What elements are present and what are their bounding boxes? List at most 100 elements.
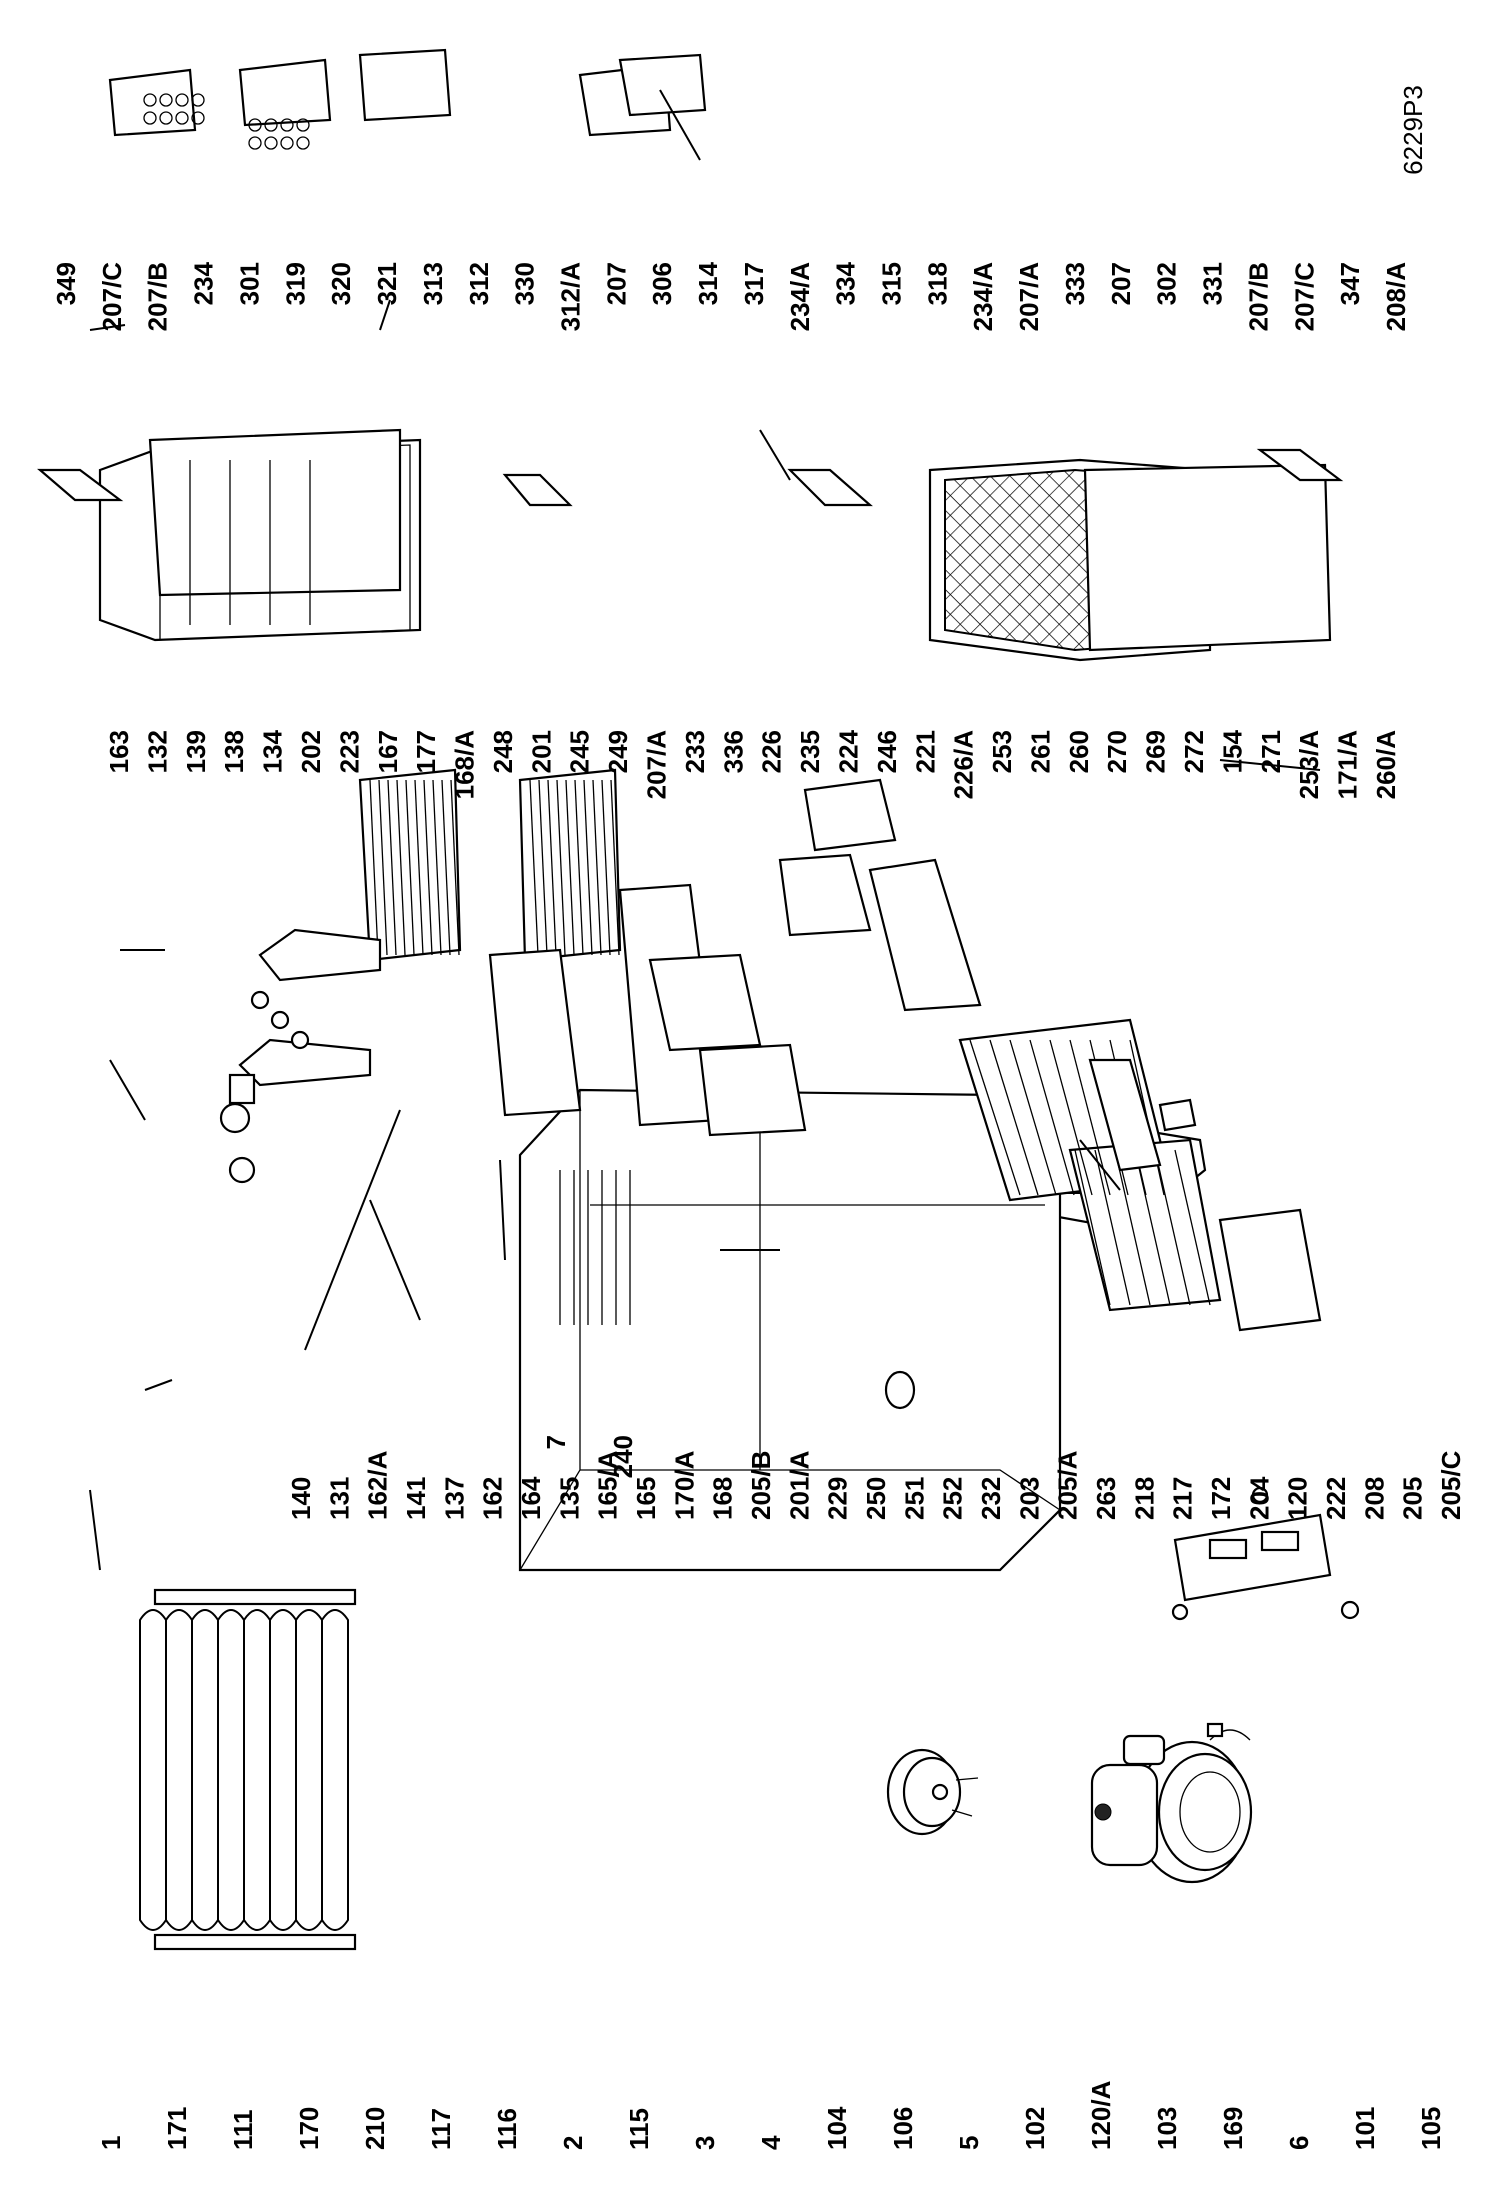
part-label: 252 bbox=[938, 1477, 968, 1520]
leader-lines bbox=[89, 89, 1321, 1571]
part-label: 163 bbox=[104, 730, 134, 773]
motor-compressor-2 bbox=[886, 1748, 979, 1836]
part-label: 253 bbox=[987, 730, 1017, 773]
part-label: 140 bbox=[286, 1477, 316, 1520]
part-label: 207/C bbox=[1289, 262, 1319, 332]
part-label: 203 bbox=[1014, 1477, 1044, 1520]
shelf-trims bbox=[803, 778, 1162, 1172]
part-label: 171/A bbox=[1333, 730, 1363, 800]
part-label: 1 bbox=[96, 2136, 126, 2150]
door-racks bbox=[108, 48, 707, 150]
part-label: 248 bbox=[488, 730, 518, 773]
part-label: 321 bbox=[372, 262, 402, 305]
part-label: 208/A bbox=[1381, 262, 1411, 332]
part-label: 2 bbox=[558, 2136, 588, 2150]
control-panel bbox=[219, 928, 382, 1184]
part-label: 205/C bbox=[1436, 1450, 1466, 1520]
part-label: 222 bbox=[1321, 1477, 1351, 1520]
part-label: 271 bbox=[1256, 730, 1286, 773]
part-label: 101 bbox=[1350, 2107, 1380, 2150]
part-label: 168/A bbox=[450, 730, 480, 800]
compressor-assembly bbox=[1090, 1722, 1253, 1884]
part-label: 172 bbox=[1206, 1477, 1236, 1520]
part-label: 210 bbox=[360, 2107, 390, 2150]
part-label: 331 bbox=[1198, 262, 1228, 305]
part-label: 347 bbox=[1335, 262, 1365, 305]
part-label: 164 bbox=[516, 1476, 546, 1520]
part-label: 251 bbox=[899, 1477, 929, 1520]
drawing-code: 6229P3 bbox=[1398, 85, 1428, 175]
part-label: 221 bbox=[910, 730, 940, 773]
part-label: 205/A bbox=[1053, 1450, 1083, 1520]
part-label: 138 bbox=[219, 730, 249, 773]
part-label: 7 bbox=[541, 1435, 571, 1449]
hinge-bars bbox=[37, 448, 1344, 507]
part-label: 261 bbox=[1025, 730, 1055, 773]
part-label: 165 bbox=[631, 1477, 661, 1520]
part-label: 3 bbox=[690, 2136, 720, 2150]
part-label: 223 bbox=[334, 730, 364, 773]
part-label: 208 bbox=[1359, 1477, 1389, 1520]
part-label: 319 bbox=[280, 262, 310, 305]
part-label: 177 bbox=[411, 730, 441, 773]
part-label: 313 bbox=[418, 262, 448, 305]
part-label: 312/A bbox=[555, 262, 585, 332]
part-label: 103 bbox=[1152, 2107, 1182, 2150]
shelf-wire-2 bbox=[518, 768, 622, 962]
part-label: 270 bbox=[1102, 730, 1132, 773]
mounting-plate bbox=[1171, 1486, 1360, 1621]
part-label: 162/A bbox=[363, 1450, 393, 1520]
part-label: 171 bbox=[162, 2107, 192, 2150]
part-label: 205/B bbox=[746, 1451, 776, 1520]
crisper-drawers bbox=[648, 853, 872, 1137]
upper-door bbox=[98, 428, 422, 642]
shelf-wire-1 bbox=[358, 768, 462, 962]
part-label: 226 bbox=[757, 730, 787, 773]
part-label: 106 bbox=[888, 2107, 918, 2150]
part-label: 232 bbox=[976, 1477, 1006, 1520]
part-label: 168 bbox=[708, 1477, 738, 1520]
part-label: 111 bbox=[228, 2109, 258, 2150]
part-label: 218 bbox=[1129, 1477, 1159, 1520]
part-label: 170 bbox=[294, 2107, 324, 2150]
part-label: 132 bbox=[142, 730, 172, 773]
part-label: 154 bbox=[1217, 729, 1247, 773]
part-label: 317 bbox=[739, 262, 769, 305]
part-label: 260 bbox=[1064, 730, 1094, 773]
part-label: 202 bbox=[296, 730, 326, 773]
part-label: 306 bbox=[647, 262, 677, 305]
part-label: 263 bbox=[1091, 1477, 1121, 1520]
part-label: 162 bbox=[478, 1477, 508, 1520]
part-label: 269 bbox=[1141, 730, 1171, 773]
part-label: 315 bbox=[877, 262, 907, 305]
part-label: 260/A bbox=[1371, 730, 1401, 800]
part-label: 233 bbox=[680, 730, 710, 773]
part-label: 224 bbox=[833, 729, 863, 773]
part-label: 5 bbox=[954, 2136, 984, 2150]
part-label: 201/A bbox=[784, 1450, 814, 1520]
part-label: 137 bbox=[439, 1477, 469, 1520]
part-label: 207 bbox=[1106, 262, 1136, 305]
part-label: 207/A bbox=[642, 730, 672, 800]
part-label: 105 bbox=[1416, 2107, 1446, 2150]
part-label: 240 bbox=[608, 1435, 638, 1478]
part-label: 131 bbox=[324, 1477, 354, 1520]
lower-door bbox=[928, 458, 1332, 662]
part-label: 4 bbox=[756, 2135, 786, 2150]
part-label: 333 bbox=[1060, 262, 1090, 305]
part-label: 336 bbox=[718, 730, 748, 773]
part-label: 139 bbox=[181, 730, 211, 773]
part-label: 6 bbox=[1284, 2136, 1314, 2150]
part-label: 330 bbox=[510, 262, 540, 305]
part-label: 229 bbox=[823, 1477, 853, 1520]
part-label: 102 bbox=[1020, 2107, 1050, 2150]
part-label: 245 bbox=[565, 730, 595, 773]
part-label: 312 bbox=[464, 262, 494, 305]
part-label: 234/A bbox=[785, 262, 815, 332]
part-label: 235 bbox=[795, 730, 825, 773]
part-label: 115 bbox=[624, 2108, 654, 2150]
part-label: 207/A bbox=[1014, 262, 1044, 332]
part-label: 226/A bbox=[949, 730, 979, 800]
